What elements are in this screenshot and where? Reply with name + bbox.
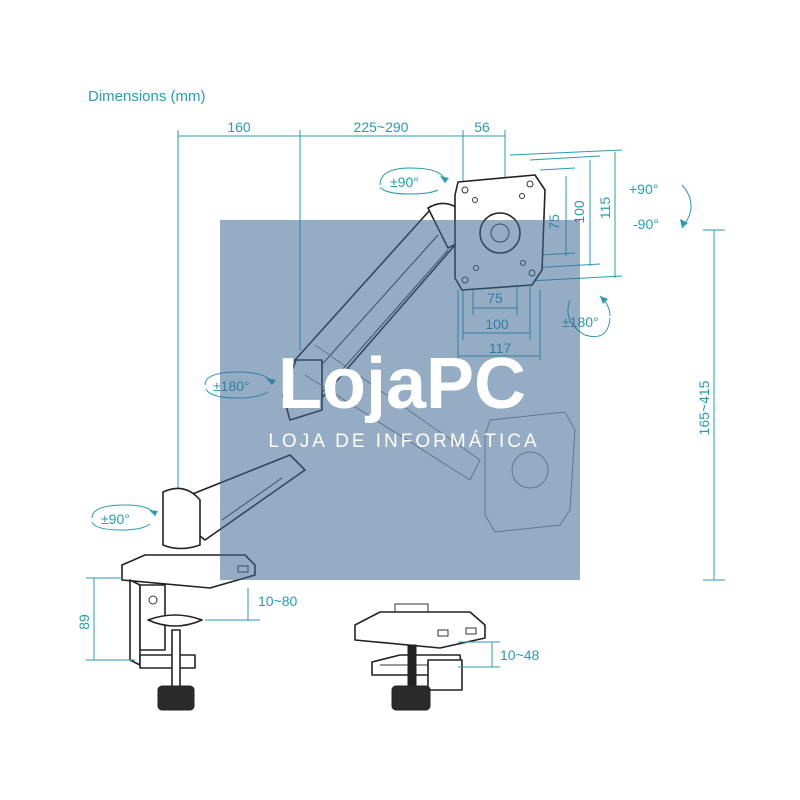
dim-clamp-range: 10~80 <box>258 593 298 609</box>
rotation-base: ±90° <box>91 504 158 531</box>
dim-plate-height: 115 <box>597 197 613 220</box>
watermark-brand: LojaPC <box>278 344 526 424</box>
dim-vesa-h-large: 100 <box>571 200 587 224</box>
label-tilt-up: +90° <box>629 181 658 197</box>
grommet-mount-drawing <box>354 603 500 711</box>
watermark-tagline: LOJA DE INFORMÁTICA <box>268 431 539 452</box>
dim-base-to-arm: 160 <box>227 119 251 135</box>
rotation-tilt: +90° -90° <box>629 181 692 232</box>
label-head-swivel: ±90° <box>390 174 419 190</box>
watermark-panel <box>220 220 580 580</box>
base-dims <box>86 577 260 661</box>
label-base-swivel: ±90° <box>101 511 130 527</box>
diagram-title: Dimensions (mm) <box>88 88 206 105</box>
label-tilt-down: -90° <box>633 216 659 232</box>
dim-grommet-range: 10~48 <box>500 647 540 663</box>
dim-arm-reach: 225~290 <box>354 119 409 135</box>
watermark: LojaPC LOJA DE INFORMÁTICA <box>220 220 580 580</box>
dim-base-height: 89 <box>76 614 92 630</box>
rotation-head-swivel: ±90° <box>379 167 449 195</box>
height-range-dim <box>703 229 725 581</box>
dim-plate-depth: 56 <box>474 119 490 135</box>
dim-height-range: 165~415 <box>696 380 712 435</box>
